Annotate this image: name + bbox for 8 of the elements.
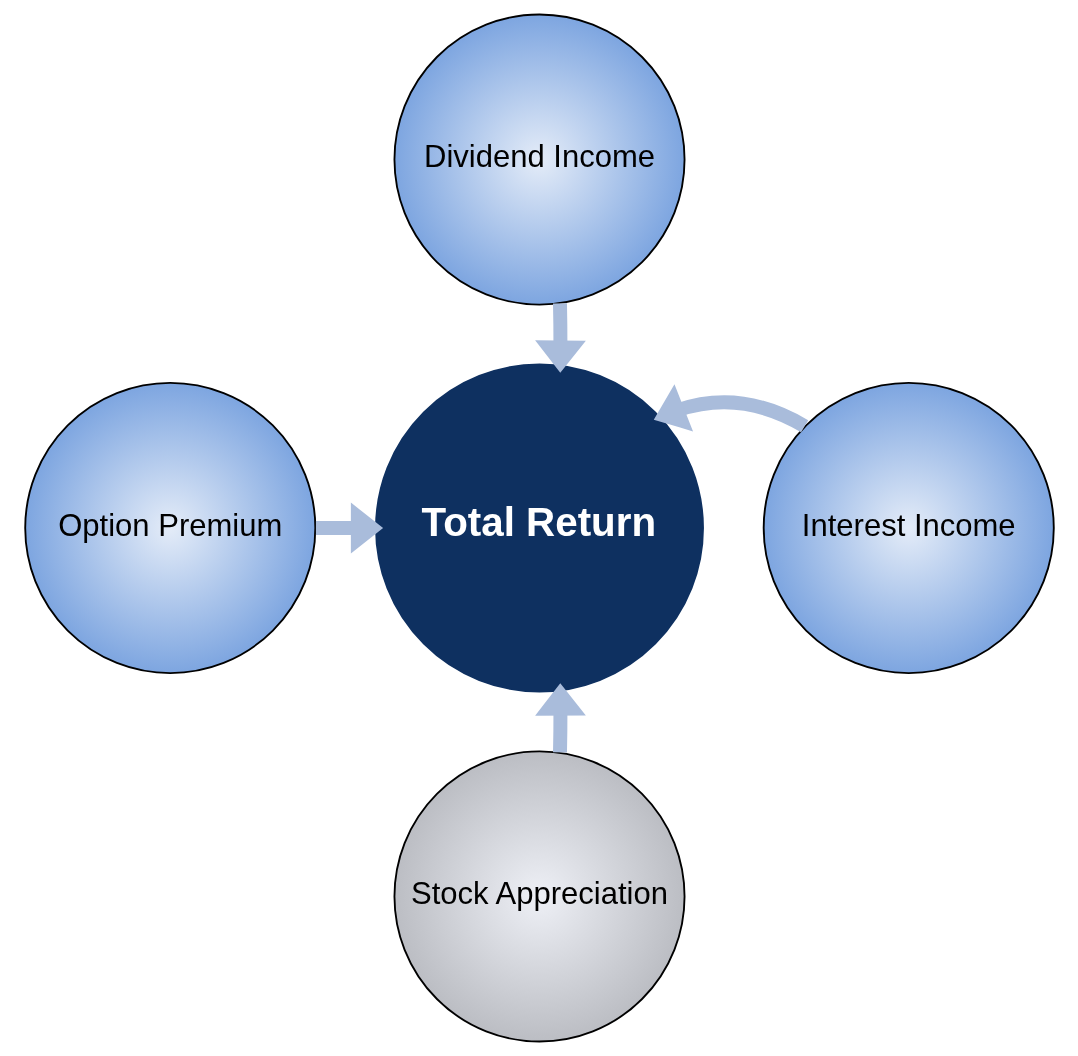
node-circle: Interest Income [762,382,1055,674]
node-circle: Option Premium [23,382,316,674]
arrow [653,384,808,433]
node-circle: Stock Appreciation [393,750,685,1043]
node-circle: Dividend Income [393,13,685,306]
arrow [534,683,586,753]
arrow [315,502,383,554]
arrow [534,303,586,373]
